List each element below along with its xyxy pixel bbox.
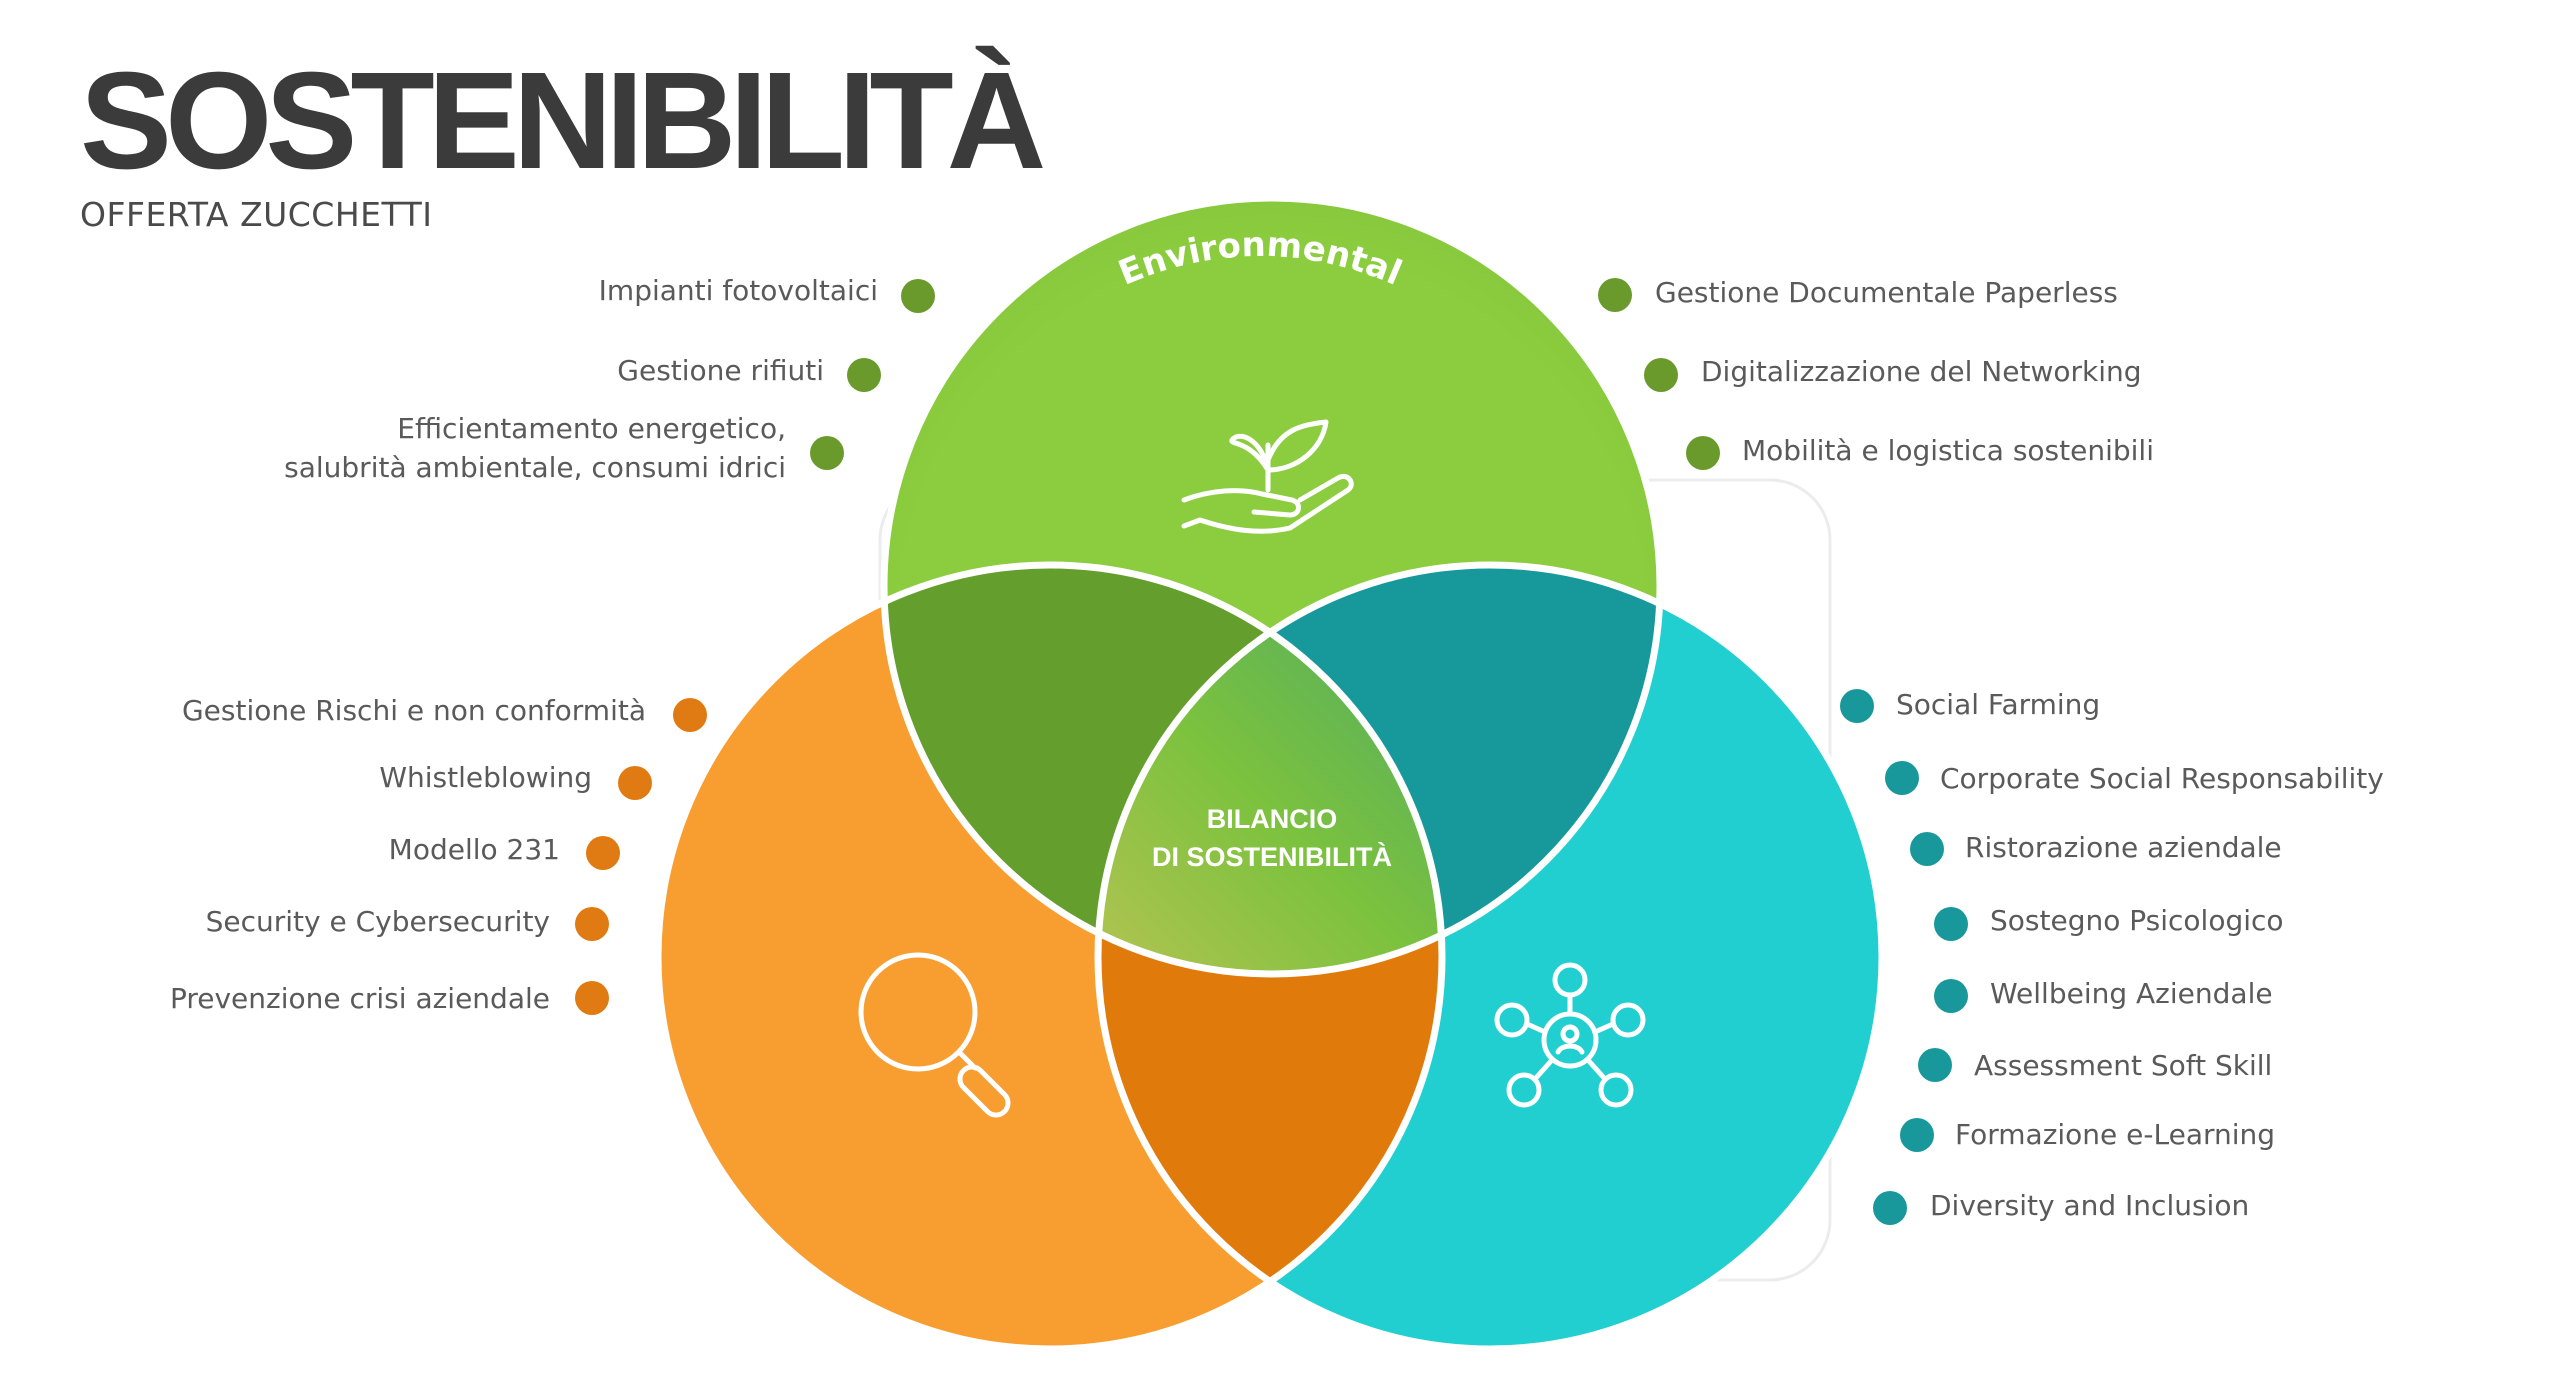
env-right-item: Digitalizzazione del Networking	[1701, 355, 2142, 388]
env-left-item: Impianti fotovoltaici	[598, 274, 878, 307]
social-item: Corporate Social Responsability	[1940, 762, 2384, 795]
page-subtitle: OFFERTA ZUCCHETTI	[80, 195, 433, 234]
social-dot	[1918, 1048, 1952, 1082]
env-left-item: salubrità ambientale, consumi idrici	[284, 451, 786, 484]
center-overlap	[1098, 565, 1442, 974]
plant-hand-icon	[1181, 419, 1354, 534]
env-left-item: Gestione rifiuti	[617, 354, 824, 387]
social-item: Sostegno Psicologico	[1990, 904, 2284, 937]
gov-dot	[586, 836, 620, 870]
env-right-item: Mobilità e logistica sostenibili	[1742, 434, 2154, 467]
env-left-dot	[847, 358, 881, 392]
social-item: Assessment Soft Skill	[1974, 1049, 2273, 1082]
social-item: Social Farming	[1896, 688, 2101, 721]
magnifier-icon	[858, 952, 1011, 1118]
center-label-line1: BILANCIO	[1207, 804, 1338, 834]
social-dot	[1934, 907, 1968, 941]
env-left-dot	[810, 436, 844, 470]
social-dot	[1885, 761, 1919, 795]
gov-item: Whistleblowing	[379, 761, 592, 794]
gov-item: Prevenzione crisi aziendale	[169, 982, 550, 1015]
gov-dot	[575, 907, 609, 941]
social-dot	[1934, 979, 1968, 1013]
env-right-dot	[1644, 358, 1678, 392]
network-icon	[1494, 962, 1646, 1108]
social-item: Diversity and Inclusion	[1930, 1189, 2250, 1222]
social-dot	[1840, 689, 1874, 723]
social-item: Ristorazione aziendale	[1965, 831, 2282, 864]
gov-dot	[618, 766, 652, 800]
gov-item: Gestione Rischi e non conformità	[181, 694, 646, 727]
social-dot	[1910, 832, 1944, 866]
gov-item: Modello 231	[388, 833, 560, 866]
gov-item: Security e Cybersecurity	[205, 905, 550, 938]
social-item: Wellbeing Aziendale	[1990, 977, 2273, 1010]
gov-dot	[673, 698, 707, 732]
social-item: Formazione e-Learning	[1955, 1118, 2276, 1151]
page-title: SOSTENIBILITÀ	[80, 44, 1046, 198]
env-right-dot	[1686, 436, 1720, 470]
env-left-item: Efficientamento energetico,	[397, 412, 786, 445]
env-right-item: Gestione Documentale Paperless	[1655, 276, 2118, 309]
gov-dot	[575, 981, 609, 1015]
env-right-dot	[1598, 278, 1632, 312]
env-left-dot	[901, 279, 935, 313]
social-dot	[1873, 1191, 1907, 1225]
center-label-line2: DI SOSTENIBILITÀ	[1152, 841, 1392, 872]
social-dot	[1900, 1118, 1934, 1152]
